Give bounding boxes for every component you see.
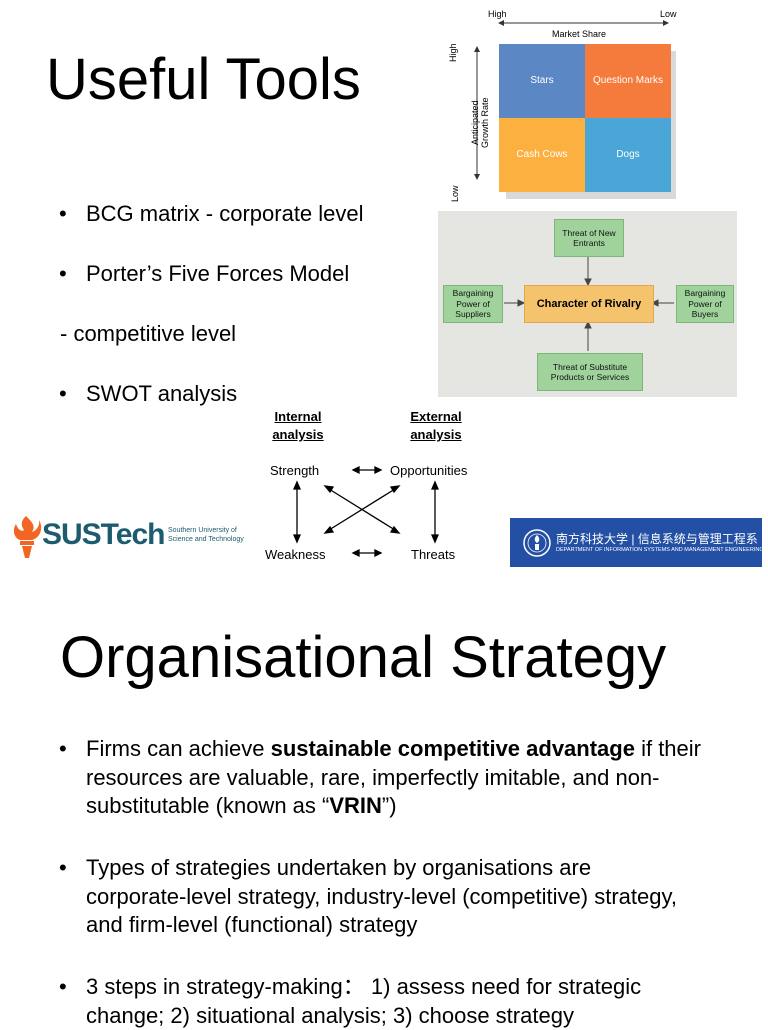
bcg-matrix: High Low Market Share High Low Anticipat… [440,6,690,206]
paragraph-strategy-types: • Types of strategies undertaken by orga… [59,854,686,940]
swot-opportunities: Opportunities [390,463,468,478]
bullet-dot: • [59,261,67,286]
swot-external-heading: External analysis [410,409,462,442]
bcg-growth-label: Anticipated Growth Rate [470,97,490,148]
slide2-title: Organisational Strategy [60,625,667,690]
porter-buyers: Bargaining Power of Buyers [676,285,734,323]
torch-icon [13,516,42,558]
growth-label-line2: Growth Rate [480,97,490,148]
sustech-wordmark: SUSTech [42,518,165,551]
swot-diagram: Internal analysis External analysis Stre… [258,402,498,568]
porter-substitutes: Threat of Substitute Products or Service… [537,353,643,391]
porter-new-entrants: Threat of New Entrants [554,219,624,257]
swot-internal-heading: Internal analysis [272,409,324,442]
porter-arrows [504,256,674,351]
competitive-level-line: - competitive level [60,321,237,346]
bullet-dot: • [59,381,67,406]
paragraph-strategy-steps: • 3 steps in strategy-making： 1) assess … [59,973,706,1030]
bcg-low-side: Low [450,185,460,202]
bcg-low-top: Low [660,9,677,19]
bullet-dot: • [59,736,67,761]
bcg-high-side: High [448,43,458,62]
bullet-text: BCG matrix - corporate level [86,201,364,226]
porter-suppliers: Bargaining Power of Suppliers [443,285,503,323]
p1-bold: sustainable competitive advantage [270,736,635,761]
bullet-text: SWOT analysis [86,381,238,406]
bcg-question-marks: Question Marks [585,44,671,118]
sustech-subtitle: Southern University of Science and Techn… [168,527,244,543]
department-banner: 南方科技大学 | 信息系统与管理工程系 DEPARTMENT OF INFORM… [510,518,764,567]
p3-text: 3 steps in strategy-making： 1) assess ne… [86,974,642,1028]
swot-threats: Threats [411,547,456,562]
bcg-high-top: High [488,9,507,19]
bullet-dot: • [59,855,67,880]
bcg-market-share: Market Share [552,29,607,39]
bullet-dot: • [59,974,67,999]
slide1-title: Useful Tools [46,47,361,112]
bcg-dogs: Dogs [585,118,671,192]
swot-weakness: Weakness [265,547,326,562]
p1-end: ”) [381,793,397,818]
department-name-en: DEPARTMENT OF INFORMATION SYSTEMS AND MA… [556,547,764,553]
growth-label-line1: Anticipated [470,100,480,145]
bcg-cash-cows: Cash Cows [499,118,585,192]
p1-vrin: VRIN [329,793,382,818]
bullet-text: Porter’s Five Forces Model [86,261,350,286]
porter-rivalry: Character of Rivalry [524,285,654,323]
bullet-swot: • SWOT analysis [59,381,238,407]
porter-five-forces-diagram: Threat of New Entrants Bargaining Power … [438,211,737,397]
p2-text: Types of strategies undertaken by organi… [86,855,677,937]
department-name-cn: 南方科技大学 | 信息系统与管理工程系 [556,532,758,546]
p1-mid: if their resources are valuable, rare, i… [86,736,701,818]
p1-pre: Firms can achieve [86,736,271,761]
bullet-bcg: • BCG matrix - corporate level [59,201,364,227]
bcg-stars: Stars [499,44,585,118]
paragraph-vrin: • Firms can achieve sustainable competit… [59,735,726,821]
university-seal-icon [523,529,551,557]
bullet-porter: • Porter’s Five Forces Model [59,261,350,287]
bullet-dot: • [59,201,67,226]
swot-strength: Strength [270,463,320,478]
sustech-logo: SUSTech Southern University of Science a… [10,512,244,560]
swot-arrows [293,465,439,558]
